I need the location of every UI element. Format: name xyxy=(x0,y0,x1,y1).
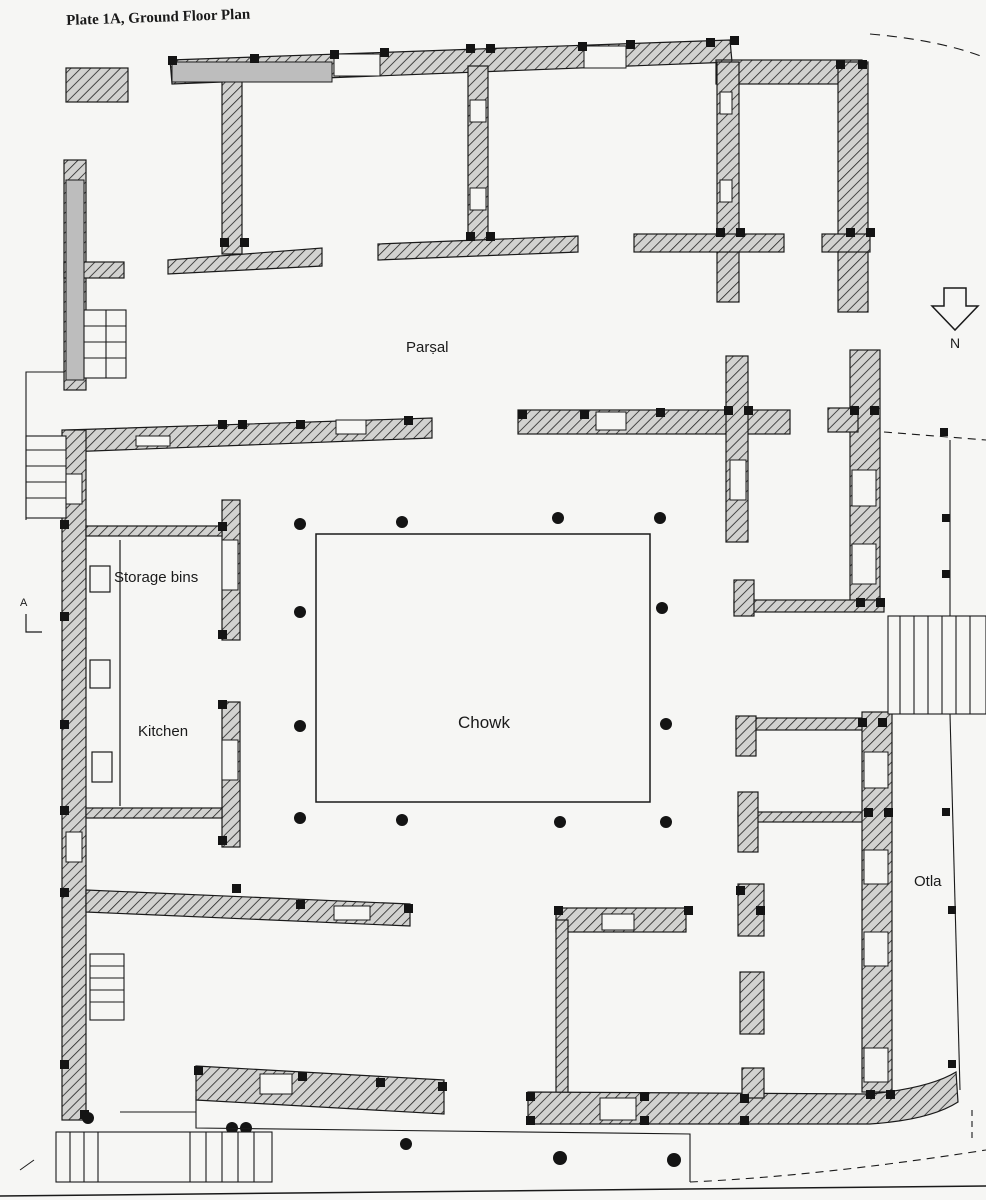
room-label-parsal: Parṣal xyxy=(406,339,449,356)
room-label-otla: Otla xyxy=(914,873,942,890)
wall-south-west xyxy=(195,1065,445,1115)
storage-bins xyxy=(89,540,121,806)
wall-south-pier xyxy=(741,1067,765,1099)
wall-nw-fragment xyxy=(65,67,129,103)
room-label-chowk: Chowk xyxy=(458,713,510,732)
wall-east-room-c-end xyxy=(737,791,759,853)
stairs xyxy=(25,309,986,1183)
wall-east-block xyxy=(739,971,765,1035)
chowk-columns xyxy=(82,512,681,1167)
wall-east-room-b-end xyxy=(735,715,757,757)
openings xyxy=(65,45,889,1121)
wall-kitchen-bottom xyxy=(85,807,223,819)
page-edge xyxy=(0,1185,986,1197)
wall-upper-left-cross xyxy=(167,247,323,275)
north-arrow-icon xyxy=(930,287,980,332)
posts xyxy=(60,36,956,1125)
grey-walls xyxy=(65,61,333,381)
wall-upper-centre xyxy=(467,65,489,247)
wall-east-room-a-end xyxy=(733,579,755,617)
room-label-storage: Storage bins xyxy=(114,569,199,586)
wall-south-west-inner xyxy=(85,889,411,927)
otla-platform xyxy=(689,33,986,1183)
section-marker-icon xyxy=(25,614,42,633)
section-label: A xyxy=(20,597,28,609)
wall-east-inner xyxy=(725,355,749,543)
wall-ne-east xyxy=(837,61,869,313)
chowk-courtyard xyxy=(315,533,651,803)
wall-upper-centre-cross xyxy=(377,235,579,261)
wall-parsal-south-west xyxy=(65,417,433,453)
walls xyxy=(61,39,959,1125)
room-label-kitchen: Kitchen xyxy=(138,723,189,740)
wall-upper-left xyxy=(221,77,243,255)
corner-mark xyxy=(19,1159,35,1171)
wall-upper-right-cross xyxy=(633,233,785,253)
wall-west xyxy=(61,429,87,1121)
wall-kitchen-top xyxy=(85,525,223,537)
north-label: N xyxy=(950,335,961,351)
wall-south-east-west xyxy=(555,919,569,1101)
